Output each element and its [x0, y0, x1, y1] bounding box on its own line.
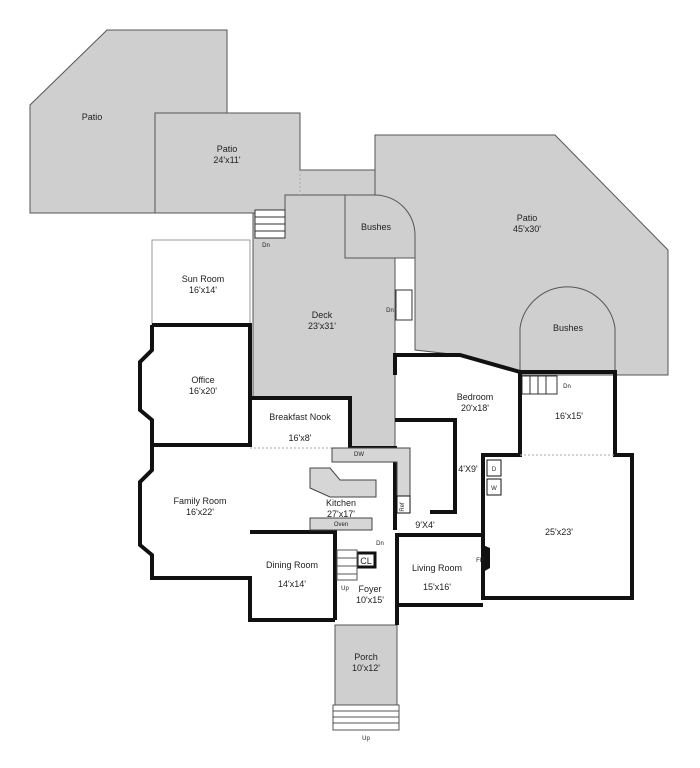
fireplace-label: FP	[476, 558, 484, 564]
foyer-stairs-up: Up	[341, 586, 349, 592]
dining-room-label: Dining Room	[266, 560, 318, 570]
east-stairs-dn: Dn	[563, 384, 571, 390]
foyer-stairs-dn: Dn	[376, 541, 384, 547]
kitchen-island	[309, 467, 377, 498]
fireplace	[483, 545, 490, 572]
patio-east-size: 45'x30'	[513, 224, 541, 234]
kitchen-size: 27'x17'	[327, 509, 355, 519]
refrigerator	[396, 495, 411, 514]
office-label: Office	[191, 375, 214, 385]
dryer-label: D	[492, 467, 497, 473]
family-room-label: Family Room	[173, 496, 226, 506]
patio-west-label: Patio	[82, 112, 103, 122]
west-wall	[138, 325, 335, 622]
washer	[486, 478, 502, 496]
closet-label: CL	[360, 556, 372, 566]
washer-label: W	[491, 486, 497, 492]
sun-room-size: 16'x14'	[189, 285, 217, 295]
bushes-east-label: Bushes	[553, 323, 584, 333]
patio-center-label: Patio	[217, 144, 238, 154]
dining-wall	[250, 530, 337, 620]
deck-steps	[254, 209, 286, 239]
sun-room-label: Sun Room	[182, 274, 225, 284]
sun-room	[151, 239, 251, 326]
breakfast-nook-label: Breakfast Nook	[269, 412, 331, 422]
svg-text:Bushes: Bushes	[553, 323, 584, 333]
laundry-size: 4'X9'	[458, 464, 478, 474]
oven-counter	[309, 517, 373, 531]
ref-label: Ref	[400, 502, 406, 512]
east-steps	[521, 375, 558, 395]
office-wall	[152, 323, 252, 447]
svg-text:Bushes: Bushes	[361, 222, 392, 232]
patio-east-label: Patio	[517, 213, 538, 223]
living-room-label: Living Room	[412, 563, 462, 573]
bushes-north	[344, 194, 416, 259]
bath-wall	[395, 418, 457, 514]
deck-label: Deck	[312, 310, 333, 320]
kitchen-label: Kitchen	[326, 498, 356, 508]
oven-label: Oven	[334, 522, 348, 528]
breakfast-nook-size: 16'x8'	[289, 433, 312, 443]
living-room-size: 15'x16'	[423, 582, 451, 592]
foyer-size: 10'x15'	[356, 595, 384, 605]
dryer	[486, 459, 502, 477]
svg-text:Patio: Patio	[82, 112, 103, 122]
bedroom-size: 20'x18'	[461, 403, 489, 413]
office-size: 16'x20'	[189, 386, 217, 396]
side-stairs-dn: Dn	[386, 308, 394, 314]
deck-size: 23'x31'	[308, 321, 336, 331]
bedroom-label: Bedroom	[457, 392, 494, 402]
porch	[334, 624, 398, 706]
deck-stairs-dn: Dn	[262, 243, 270, 249]
room-25x23-size: 25'x23'	[545, 527, 573, 537]
hall-size: 9'X4'	[415, 520, 435, 530]
deck-side-steps	[395, 289, 413, 321]
porch-steps-up: Up	[362, 736, 370, 742]
dining-room-size: 14'x14'	[278, 579, 306, 589]
porch-label: Porch	[354, 652, 378, 662]
porch-steps	[332, 704, 400, 731]
patio-center-size: 24'x11'	[213, 155, 241, 165]
room-16x15-size: 16'x15'	[555, 411, 583, 421]
foyer-label: Foyer	[358, 584, 381, 594]
foyer-stairs	[336, 549, 358, 581]
bedroom-wall	[393, 353, 522, 535]
bushes-north-label: Bushes	[361, 222, 392, 232]
dishwasher-label: DW	[354, 452, 364, 458]
porch-size: 10'x12'	[352, 663, 380, 673]
family-room-size: 16'x22'	[186, 507, 214, 517]
bushes-east	[519, 286, 616, 376]
